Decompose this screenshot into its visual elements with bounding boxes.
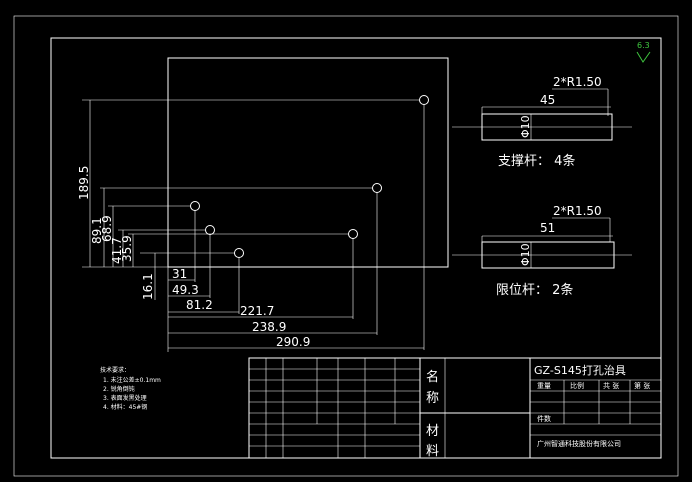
cell-weight: 重量 bbox=[537, 382, 551, 390]
horizontal-extension-lines bbox=[167, 104, 425, 352]
cell-scale: 比例 bbox=[570, 381, 584, 390]
hole bbox=[190, 201, 200, 211]
dim-height-41-7: 41.7 bbox=[110, 237, 124, 264]
cell-sheets-total: 共 张 bbox=[603, 381, 619, 390]
support-bar-caption: 支撑杆： 4条 bbox=[498, 153, 575, 169]
material-label-1: 材 bbox=[426, 424, 439, 439]
dim-height-89-1: 89.1 bbox=[90, 217, 104, 244]
dim-width-49-3: 49.3 bbox=[172, 283, 199, 297]
limit-bar-radius: 2*R1.50 bbox=[553, 204, 602, 218]
dim-height-16-1: 16.1 bbox=[141, 273, 155, 300]
note-3: 3. 表面发黑处理 bbox=[103, 394, 147, 402]
hole bbox=[372, 183, 382, 193]
company-name: 广州智通科技股份有限公司 bbox=[537, 439, 621, 448]
note-4: 4. 材料：45#钢 bbox=[103, 403, 147, 411]
sheet-outline bbox=[13, 15, 679, 477]
limit-bar-caption: 限位杆： 2条 bbox=[496, 282, 573, 298]
support-bar-radius: 2*R1.50 bbox=[553, 75, 602, 89]
support-bar-length: 45 bbox=[540, 93, 555, 107]
dim-width-81-2: 81.2 bbox=[186, 298, 213, 312]
dim-height-35-9: 35.9 bbox=[120, 235, 134, 262]
width-dim-lines bbox=[168, 279, 424, 349]
roughness-symbol: 6.3 bbox=[636, 41, 651, 63]
limit-bar-diameter: Φ10 bbox=[519, 243, 532, 266]
hole bbox=[205, 225, 215, 235]
height-dim-labels: 189.5 89.1 68.9 41.7 35.9 16.1 bbox=[77, 166, 155, 300]
width-dim-labels: 31 49.3 81.2 221.7 238.9 290.9 bbox=[172, 267, 310, 349]
name-label-2: 称 bbox=[426, 391, 439, 406]
name-label-1: 名 bbox=[426, 369, 439, 385]
plate-outline bbox=[167, 57, 449, 268]
material-label-2: 料 bbox=[426, 444, 439, 459]
plate-holes bbox=[190, 95, 429, 258]
dim-height-68-9: 68.9 bbox=[100, 215, 114, 242]
hole bbox=[419, 95, 429, 105]
cell-qty: 件数 bbox=[537, 414, 551, 423]
height-dim-lines bbox=[89, 100, 156, 300]
support-bar-diameter: Φ10 bbox=[519, 115, 532, 138]
notes-title: 技术要求： bbox=[100, 366, 130, 374]
technical-notes: 技术要求： 1. 未注公差±0.1mm 2. 锐角倒钝 3. 表面发黑处理 4.… bbox=[100, 366, 161, 411]
dim-width-238-9: 238.9 bbox=[252, 320, 286, 334]
note-1: 1. 未注公差±0.1mm bbox=[103, 376, 161, 384]
limit-bar-length: 51 bbox=[540, 221, 555, 235]
support-bar-view: 2*R1.50 45 Φ10 支撑杆： 4条 bbox=[452, 75, 632, 169]
limit-bar-view: 2*R1.50 51 Φ10 限位杆： 2条 bbox=[452, 204, 632, 298]
vertical-extension-lines bbox=[82, 99, 420, 268]
dim-height-189-5: 189.5 bbox=[77, 166, 91, 200]
note-2: 2. 锐角倒钝 bbox=[103, 385, 135, 393]
dim-width-221-7: 221.7 bbox=[240, 304, 274, 318]
roughness-value: 6.3 bbox=[637, 41, 650, 50]
hole bbox=[234, 248, 244, 258]
drawing-title: GZ-S145打孔治具 bbox=[534, 363, 626, 377]
hole bbox=[348, 229, 358, 239]
title-block: 名 称 材 料 GZ-S145打孔治具 重量 比例 共 张 第 张 件数 广州智… bbox=[248, 357, 662, 459]
cell-sheet-no: 第 张 bbox=[634, 381, 650, 390]
dim-width-290-9: 290.9 bbox=[276, 335, 310, 349]
dim-width-31: 31 bbox=[172, 267, 187, 281]
